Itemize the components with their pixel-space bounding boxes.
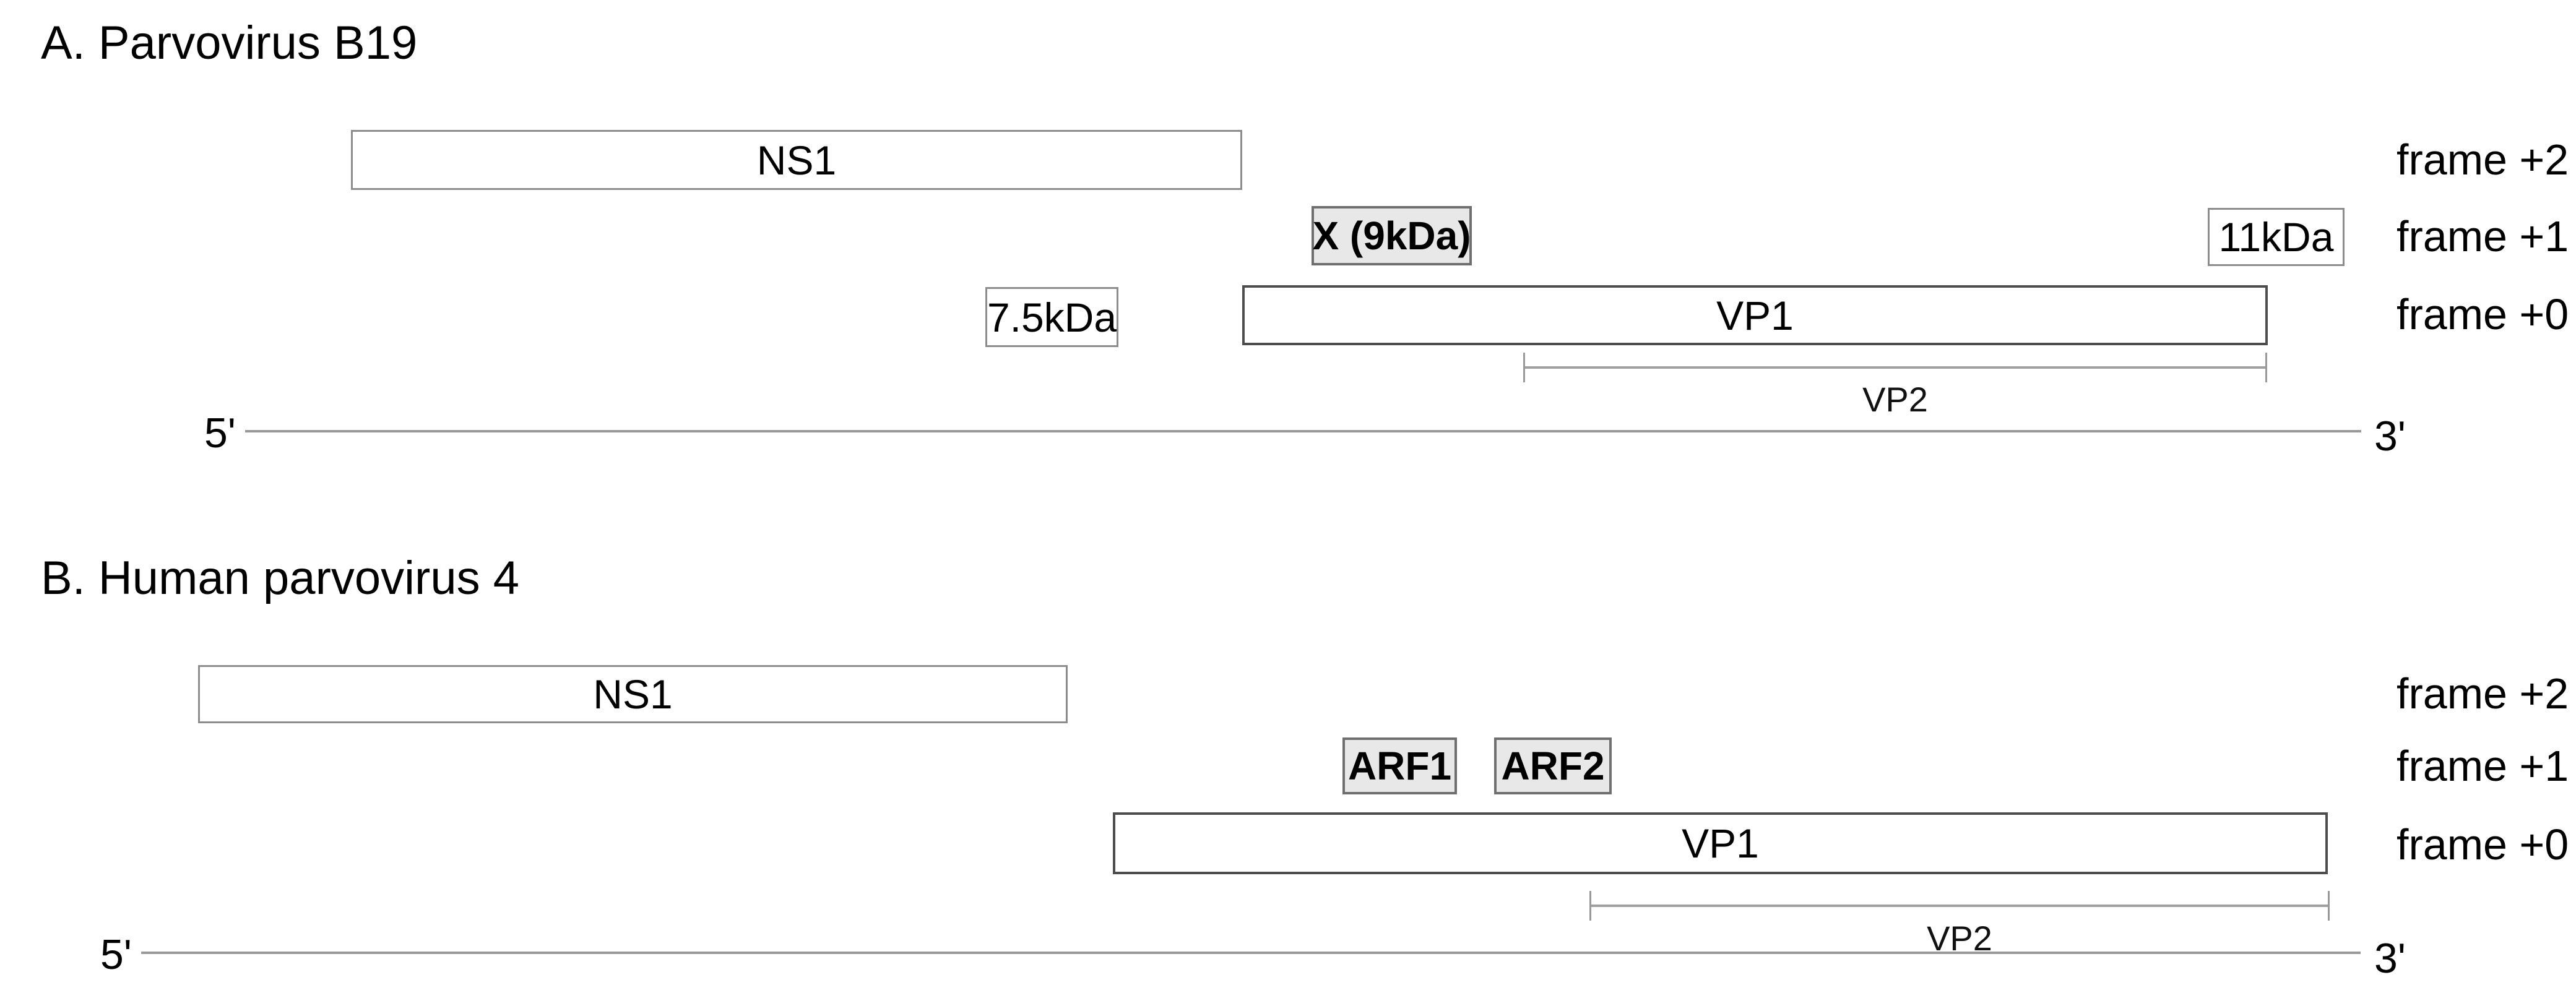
panel-a-5-prime-label: 5' [204,410,236,457]
panel-a-x-9kda-label: X (9kDa) [1312,213,1471,258]
panel-b-arf1-box: ARF1 [1342,737,1457,794]
panel-a-ns1-box: NS1 [351,130,1242,190]
panel-b-arf2-box: ARF2 [1494,737,1612,794]
panel-a-ns1-label: NS1 [756,137,837,183]
panel-b-vp2-bracket [1589,891,2330,921]
panel-b-5-prime-label: 5' [100,931,132,978]
panel-b-title: B. Human parvovirus 4 [41,552,519,604]
panel-b-genome-line [141,952,2361,954]
panel-a-7-5kda-label: 7.5kDa [987,294,1117,340]
panel-b-arf2-label: ARF2 [1501,744,1605,788]
panel-a-3-prime-label: 3' [2374,413,2406,460]
panel-a-7-5kda-box: 7.5kDa [985,287,1118,347]
panel-a-11kda-box: 11kDa [2208,208,2345,266]
panel-b-frame-plus1-label: frame +1 [2397,742,2569,790]
panel-b-vp1-box: VP1 [1113,812,2328,874]
panel-a-vp2-bracket-line [1525,366,2265,369]
panel-a-genome-line [245,430,2361,432]
panel-a-frame-plus1-label: frame +1 [2397,212,2569,260]
panel-a-frame-plus2-label: frame +2 [2397,135,2569,184]
panel-a-vp2-label: VP2 [1862,380,1928,419]
panel-b-frame-plus2-label: frame +2 [2397,669,2569,718]
panel-a-vp2-bracket [1523,353,2267,382]
panel-b-ns1-box: NS1 [198,665,1068,723]
panel-a-title: A. Parvovirus B19 [41,17,418,69]
panel-b-frame-plus0-label: frame +0 [2397,820,2569,869]
panel-b-3-prime-label: 3' [2374,935,2406,982]
panel-b-vp2-label: VP2 [1927,919,1992,958]
panel-a-vp1-box: VP1 [1242,285,2268,345]
panel-a-x-9kda-box: X (9kDa) [1312,206,1472,265]
panel-a-vp1-label: VP1 [1716,292,1794,338]
panel-b-ns1-label: NS1 [593,671,673,717]
panel-b-arf1-label: ARF1 [1347,744,1452,788]
panel-a-11kda-label: 11kDa [2218,214,2334,260]
panel-a-frame-plus0-label: frame +0 [2397,290,2569,338]
panel-b-vp1-label: VP1 [1682,820,1759,866]
panel-b-vp2-bracket-line [1591,905,2328,907]
